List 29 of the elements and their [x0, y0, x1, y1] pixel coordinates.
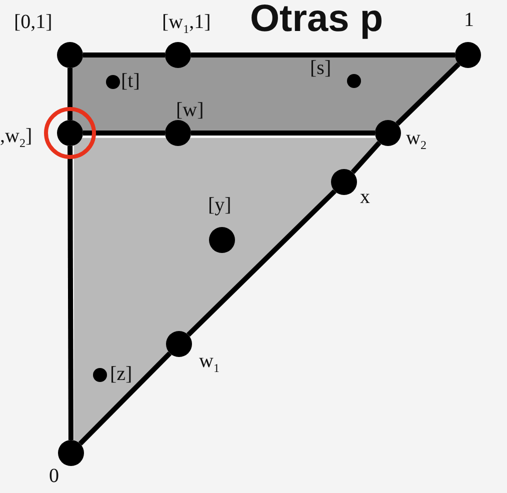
point-dot: [57, 120, 83, 146]
point-label: [w$_{1}$,1]: [162, 11, 211, 38]
line-segment: [191, 130, 375, 136]
point-label: x: [360, 186, 370, 208]
point-label: [w]: [176, 99, 204, 121]
line-segment: [191, 52, 455, 58]
point-label: 0: [49, 465, 59, 487]
point-label: [y]: [208, 194, 232, 216]
point-label: w$_{2}$: [406, 127, 426, 154]
point-label: w$_{1}$: [199, 350, 220, 377]
point-dot: [57, 42, 83, 68]
point-label: [z]: [110, 363, 132, 385]
point-label: ,w$_{2}$]: [0, 125, 32, 152]
line-segment: [68, 68, 72, 120]
point-label: [0,1]: [14, 11, 52, 33]
line-segment: [186, 189, 336, 337]
point-label: 1: [464, 9, 474, 31]
point-label: [s]: [310, 57, 332, 79]
line-segment: [68, 146, 74, 440]
point-dot: [455, 42, 481, 68]
point-dot: [165, 42, 191, 68]
point-label: [t]: [121, 70, 140, 92]
title: Otras p: [250, 0, 384, 40]
line-segment: [83, 130, 165, 136]
line-segment: [83, 52, 165, 58]
line-segment: [396, 62, 460, 126]
point-dot: [58, 440, 84, 466]
line-segment: [78, 351, 172, 446]
line-segment: [350, 141, 382, 174]
